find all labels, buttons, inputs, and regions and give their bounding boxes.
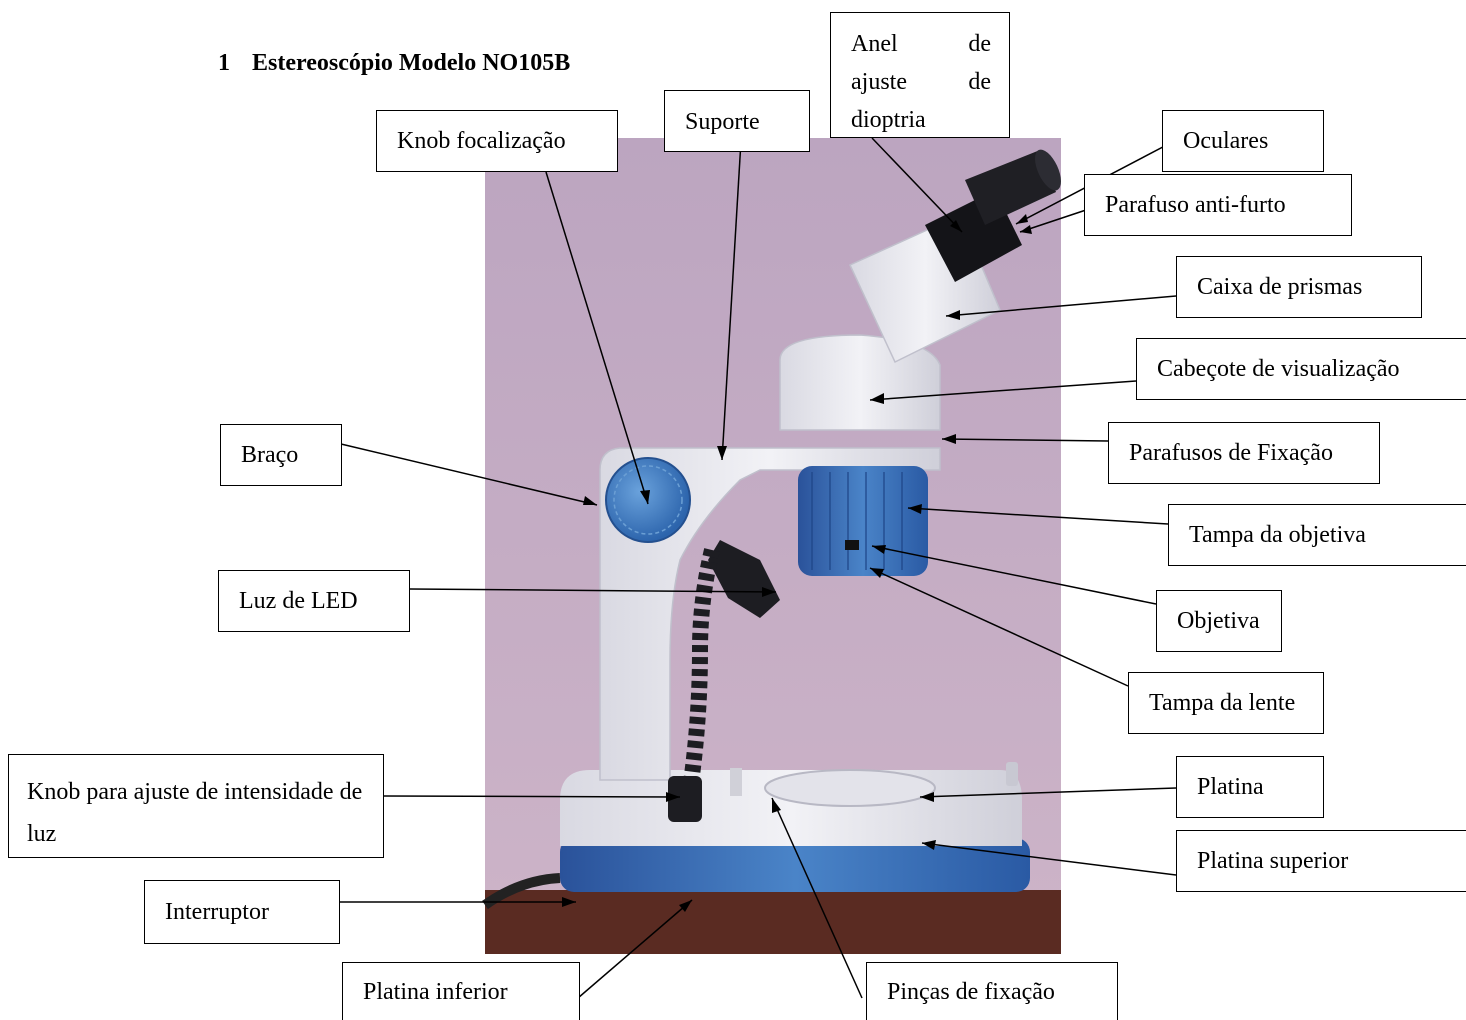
anel-line3: dioptria xyxy=(851,101,991,139)
label-parafuso-anti-furto: Parafuso anti-furto xyxy=(1084,174,1352,236)
label-luz-de-led: Luz de LED xyxy=(218,570,410,632)
diagram-heading: 1 Estereoscópio Modelo NO105B xyxy=(218,50,570,77)
label-pincas-de-fixacao: Pinças de fixação xyxy=(866,962,1118,1020)
label-knob-focalizacao: Knob focalização xyxy=(376,110,618,172)
base xyxy=(485,762,1030,905)
label-caixa-de-prismas: Caixa de prismas xyxy=(1176,256,1422,318)
label-knob-intensidade-de-luz: Knob para ajuste de intensidade de luz xyxy=(8,754,384,858)
label-oculares: Oculares xyxy=(1162,110,1324,172)
label-suporte: Suporte xyxy=(664,90,810,152)
anel-line2-right: de xyxy=(968,63,991,101)
label-objetiva: Objetiva xyxy=(1156,590,1282,652)
anel-line1-right: de xyxy=(968,25,991,63)
heading-number: 1 xyxy=(218,50,230,76)
label-platina-inferior: Platina inferior xyxy=(342,962,580,1020)
label-tampa-da-objetiva: Tampa da objetiva xyxy=(1168,504,1466,566)
label-platina: Platina xyxy=(1176,756,1324,818)
label-tampa-da-lente: Tampa da lente xyxy=(1128,672,1324,734)
label-cabecote-de-visualizacao: Cabeçote de visualização xyxy=(1136,338,1466,400)
anel-line2-left: ajuste xyxy=(851,63,907,101)
label-interruptor: Interruptor xyxy=(144,880,340,944)
anel-line1-left: Anel xyxy=(851,25,898,63)
heading-title: Estereoscópio Modelo NO105B xyxy=(252,50,570,76)
label-anel-ajuste-dioptria: Anel de ajuste de dioptria xyxy=(830,12,1010,138)
label-braco: Braço xyxy=(220,424,342,486)
label-parafusos-de-fixacao: Parafusos de Fixação xyxy=(1108,422,1380,484)
label-platina-superior: Platina superior xyxy=(1176,830,1466,892)
